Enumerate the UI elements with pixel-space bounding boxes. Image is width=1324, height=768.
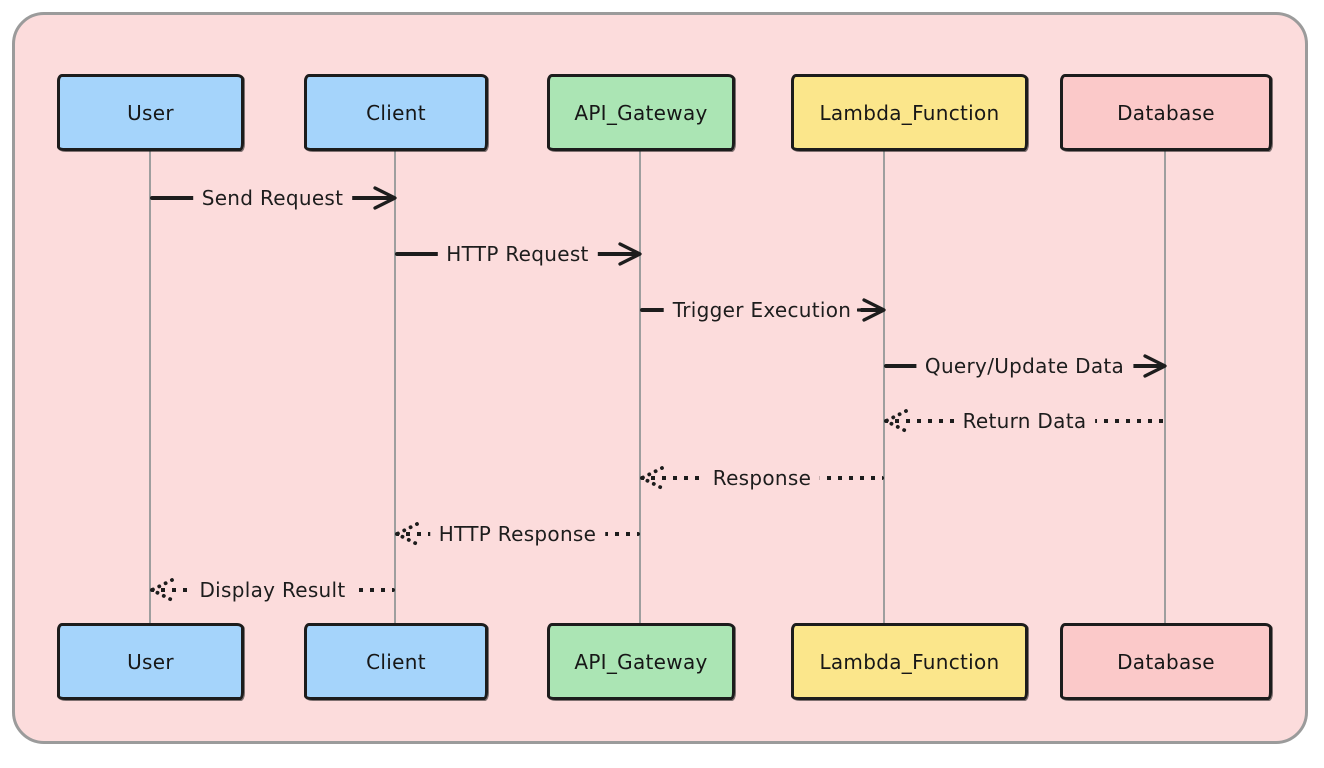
message-label: Query/Update Data: [915, 352, 1134, 380]
lifeline-api-gateway: [639, 150, 641, 624]
message-label: Return Data: [953, 407, 1096, 435]
message-label: Trigger Execution: [663, 296, 861, 324]
actor-user-bottom: User: [57, 623, 244, 700]
actor-client-bottom: Client: [304, 623, 488, 700]
arrow-right-icon: [368, 186, 397, 210]
message-label: HTTP Response: [429, 520, 606, 548]
actor-user-bottom-label: User: [127, 649, 174, 674]
arrow-right-icon: [613, 242, 642, 266]
message-return-data: Return Data: [884, 404, 1165, 438]
actor-api-gateway-bottom: API_Gateway: [547, 623, 735, 700]
message-http-request: HTTP Request: [395, 237, 642, 271]
actor-client-bottom-label: Client: [366, 649, 426, 674]
arrow-right-icon: [1138, 354, 1167, 378]
actor-database-bottom-label: Database: [1117, 649, 1215, 674]
lifeline-database: [1164, 150, 1166, 624]
actor-client-top-label: Client: [366, 100, 426, 125]
actor-api-gateway-top-label: API_Gateway: [574, 100, 708, 125]
actor-user-top-label: User: [127, 100, 174, 125]
message-http-response: HTTP Response: [395, 517, 640, 551]
actor-database-top-label: Database: [1117, 100, 1215, 125]
actor-database-top: Database: [1060, 74, 1272, 151]
message-label: Response: [703, 464, 821, 492]
arrow-left-icon: [150, 578, 174, 602]
message-label: Send Request: [192, 184, 353, 212]
actor-api-gateway-top: API_Gateway: [547, 74, 735, 151]
arrow-right-icon: [857, 298, 886, 322]
lifeline-client: [394, 150, 396, 624]
lifeline-user: [149, 150, 151, 624]
message-send-request: Send Request: [150, 181, 397, 215]
arrow-left-icon: [640, 466, 664, 490]
message-query-update-data: Query/Update Data: [884, 349, 1167, 383]
actor-lambda-function-bottom: Lambda_Function: [791, 623, 1028, 700]
actor-lambda-function-bottom-label: Lambda_Function: [819, 649, 1000, 674]
message-response: Response: [640, 461, 884, 495]
actor-lambda-function-top-label: Lambda_Function: [819, 100, 1000, 125]
lifeline-lambda-function: [883, 150, 885, 624]
message-display-result: Display Result: [150, 573, 395, 607]
message-label: Display Result: [190, 576, 355, 604]
actor-api-gateway-bottom-label: API_Gateway: [574, 649, 708, 674]
actor-lambda-function-top: Lambda_Function: [791, 74, 1028, 151]
actor-database-bottom: Database: [1060, 623, 1272, 700]
message-trigger-execution: Trigger Execution: [640, 293, 886, 327]
arrow-left-icon: [395, 522, 419, 546]
arrow-left-icon: [884, 409, 908, 433]
actor-user-top: User: [57, 74, 244, 151]
actor-client-top: Client: [304, 74, 488, 151]
message-label: HTTP Request: [437, 240, 598, 268]
